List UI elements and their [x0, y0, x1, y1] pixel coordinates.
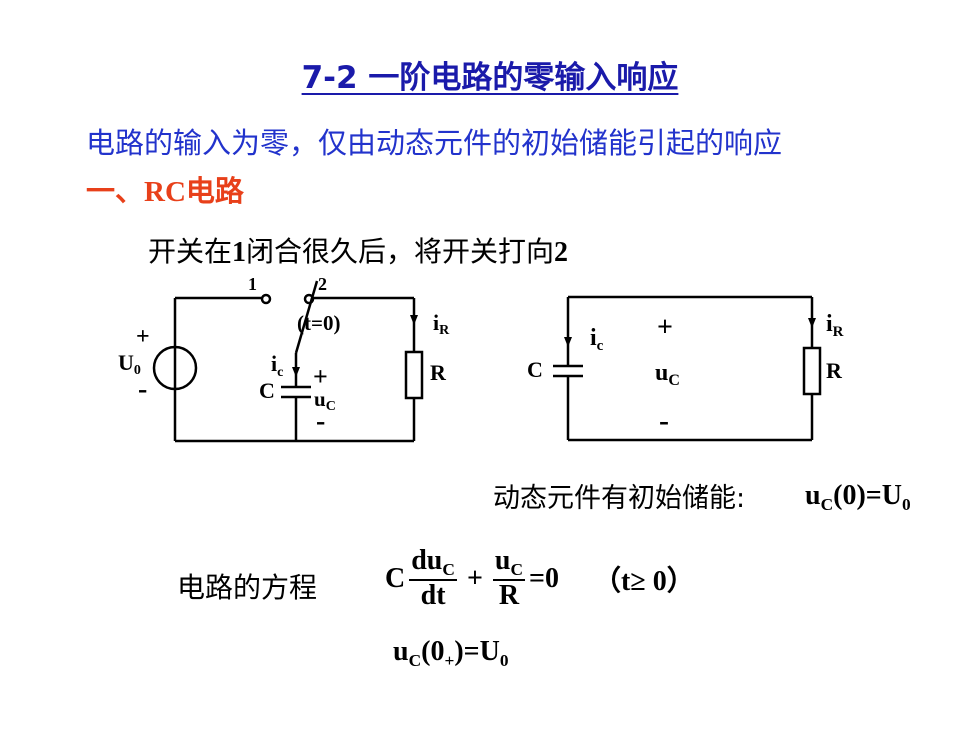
subtitle: 电路的输入为零，仅由动态元件的初始储能引起的响应: [86, 126, 783, 160]
switch-description: 开关在1闭合很久后，将开关打向2: [148, 230, 568, 270]
eq-c: C: [385, 562, 406, 594]
res-current-2: iR: [826, 311, 844, 340]
switch-pos-1: 1: [248, 274, 257, 294]
plus-2: +: [657, 312, 673, 343]
res-current-1: iR: [433, 310, 450, 338]
resistor-2: [802, 346, 822, 396]
switch-desc-text2: 闭合很久后，将开关打向: [246, 235, 555, 268]
switch-desc-num1: 1: [232, 237, 247, 268]
cap-label-1: C: [259, 378, 275, 403]
switch-blade: [294, 280, 319, 354]
initial-energy-label: 动态元件有初始储能:: [493, 483, 746, 514]
initial-condition: uC(0+)=U0: [393, 636, 509, 671]
arrow-ic-2: [564, 337, 572, 347]
circuit-equation: C duC dt + uC R =0 （t≥ 0）: [385, 545, 695, 612]
fraction-1: duC dt: [409, 545, 457, 612]
cap-current-1: ic: [271, 351, 283, 380]
arrow-ir-2: [808, 318, 816, 328]
page-title: 7-2 一阶电路的零输入响应: [301, 60, 679, 96]
circuit-2: [553, 295, 822, 442]
section-rc: RC: [144, 176, 186, 208]
eq-rhs: =0: [529, 562, 559, 594]
fraction-2: uC R: [492, 545, 526, 612]
switch-time: (t=0): [297, 311, 340, 335]
section-suffix: 电路: [185, 174, 244, 208]
res-label-1: R: [430, 360, 447, 385]
switch-desc-num2: 2: [554, 237, 569, 268]
initial-energy-equation: uC(0)=U0: [805, 480, 911, 515]
res-label-2: R: [826, 358, 843, 383]
source-minus: -: [138, 374, 147, 405]
eq-condition: （t≥ 0）: [593, 565, 695, 597]
switch-desc-text1: 开关在: [148, 235, 233, 268]
resistor-1: [404, 350, 424, 400]
equation-label: 电路的方程: [177, 571, 318, 604]
circuit-1: [152, 280, 424, 443]
cap-plus-1: +: [313, 362, 328, 391]
cap-voltage-1: uC: [314, 387, 336, 414]
switch-contact-1: [260, 293, 272, 305]
voltage-2: uC: [655, 360, 680, 389]
section-prefix: 一、: [86, 174, 145, 208]
cap-label-2: C: [527, 357, 543, 382]
arrow-ir-1: [410, 315, 418, 325]
source-label: U0: [118, 350, 141, 378]
minus-2: -: [659, 404, 669, 437]
section-heading: 一、RC电路: [86, 168, 244, 210]
arrow-ic-1: [292, 367, 300, 377]
switch-pos-2: 2: [318, 274, 327, 294]
eq-plus: +: [466, 562, 483, 594]
cap-minus-1: -: [316, 406, 325, 437]
cap-current-2: ic: [590, 325, 604, 354]
source-plus: +: [136, 324, 150, 350]
